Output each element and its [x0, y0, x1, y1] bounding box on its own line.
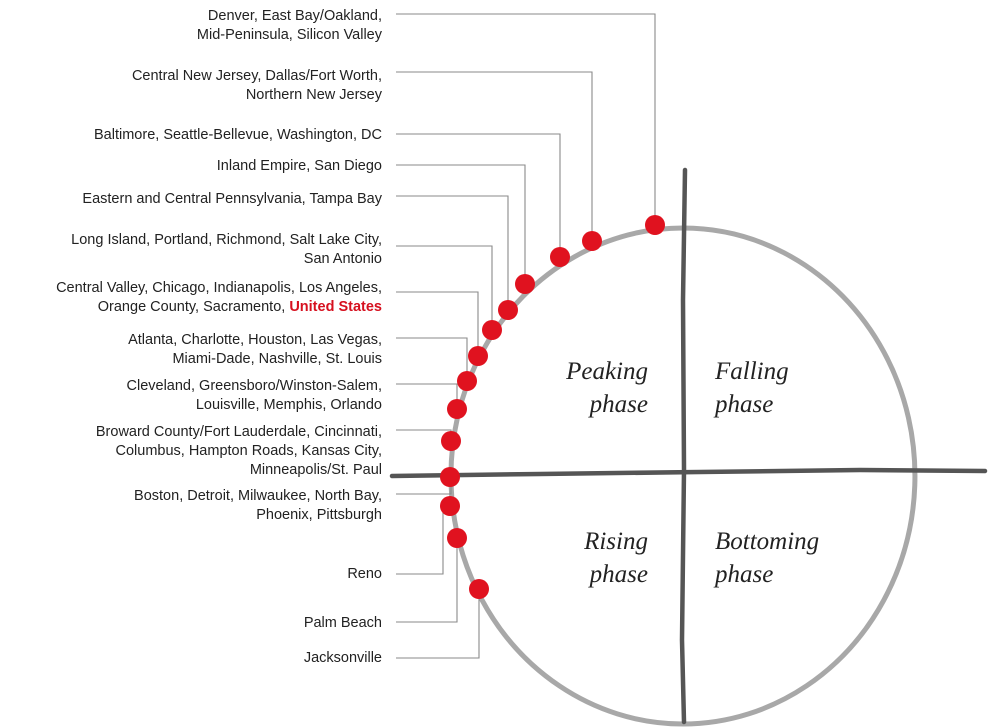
market-marker-8 [457, 371, 477, 391]
leader-line-8 [396, 337, 468, 381]
leader-line-7 [396, 291, 479, 356]
market-group-label-6: Long Island, Portland, Richmond, Salt La… [71, 232, 382, 267]
market-group-label-10: Broward County/Fort Lauderdale, Cincinna… [95, 424, 382, 478]
market-marker-10 [441, 431, 461, 451]
market-group-label-13: Palm Beach [303, 615, 382, 631]
market-marker-4 [515, 274, 535, 294]
market-marker-3 [550, 247, 570, 267]
market-group-label-3: Baltimore, Seattle-Bellevue, Washington,… [94, 127, 382, 143]
leader-line-6 [396, 245, 493, 330]
market-group-label-9: Cleveland, Greensboro/Winston-Salem,Loui… [126, 378, 382, 413]
leader-line-4 [396, 164, 526, 284]
market-group-label-11: Boston, Detroit, Milwaukee, North Bay,Ph… [134, 488, 382, 523]
market-group-label-1: Denver, East Bay/Oakland,Mid-Peninsula, … [196, 8, 382, 43]
leader-line-2 [396, 71, 593, 241]
leader-line-12 [396, 506, 444, 575]
market-marker-11 [440, 467, 460, 487]
market-group-label-5: Eastern and Central Pennsylvania, Tampa … [82, 191, 382, 207]
market-group-label-12: Reno [347, 566, 382, 582]
market-marker-2 [582, 231, 602, 251]
market-markers [440, 215, 665, 599]
market-group-label-2: Central New Jersey, Dallas/Fort Worth,No… [131, 68, 382, 103]
market-marker-13 [447, 528, 467, 548]
united-states-highlight: United States [289, 299, 382, 315]
leader-line-3 [396, 133, 561, 257]
market-marker-9 [447, 399, 467, 419]
horizontal-axis [389, 467, 988, 479]
market-marker-1 [645, 215, 665, 235]
market-marker-12 [440, 496, 460, 516]
leader-line-1 [396, 13, 656, 225]
market-group-label-7: Central Valley, Chicago, Indianapolis, L… [56, 280, 382, 315]
leader-line-13 [396, 538, 458, 623]
market-marker-14 [469, 579, 489, 599]
market-group-label-14: Jacksonville [303, 650, 382, 666]
market-group-label-4: Inland Empire, San Diego [216, 158, 382, 174]
market-marker-5 [498, 300, 518, 320]
market-group-label-8: Atlanta, Charlotte, Houston, Las Vegas,M… [128, 332, 382, 367]
leader-line-5 [396, 195, 509, 310]
market-marker-6 [482, 320, 502, 340]
leader-line-14 [396, 589, 480, 659]
vertical-axis [679, 167, 688, 725]
market-marker-7 [468, 346, 488, 366]
